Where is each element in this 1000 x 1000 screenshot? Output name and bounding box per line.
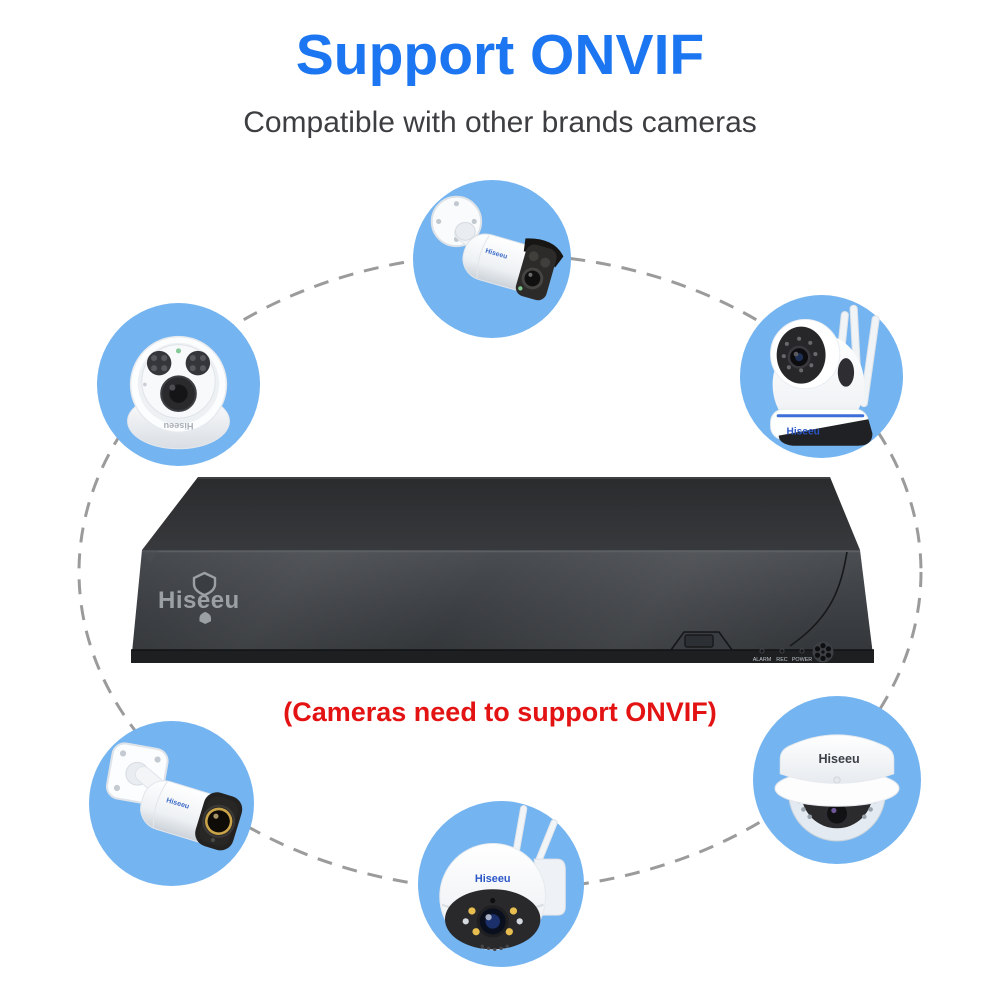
bullet-camera-top-illustration: Hiseeu xyxy=(430,195,564,301)
bullet-camera-left-illustration: Hiseeu xyxy=(105,742,243,851)
lens xyxy=(205,807,233,835)
alarm-led-label: ALARM xyxy=(753,657,772,663)
camera-body: Hiseeu xyxy=(462,233,564,301)
camera-bubble-bullet-top: Hiseeu xyxy=(413,180,571,338)
camera-body: Hiseeu xyxy=(140,780,243,851)
camera-bubble-vandal-dome-right: Hiseeu xyxy=(753,696,921,864)
ir-led-cluster xyxy=(146,350,211,376)
shield-icon xyxy=(192,571,217,597)
status-led xyxy=(175,348,182,354)
dome-camera-illustration: Hiseeu xyxy=(127,335,230,450)
usb-cover xyxy=(684,634,714,648)
status-led xyxy=(518,286,523,291)
nvr-top-face xyxy=(142,477,860,550)
camera-brand-label: Hiseeu xyxy=(786,427,819,438)
dome-cap xyxy=(779,734,895,784)
panel-seam xyxy=(789,551,848,647)
rec-led-label: REC xyxy=(776,657,787,663)
power-led-label: POWER xyxy=(792,657,812,663)
camera-brand-label: Hiseeu xyxy=(475,873,511,885)
camera-bubble-pantilt-right: Hiseeu xyxy=(740,295,903,458)
camera-brand-label: Hiseeu xyxy=(818,752,859,766)
page-title: Support ONVIF xyxy=(295,23,705,87)
status-leds: ALARM REC POWER xyxy=(753,648,812,663)
power-led xyxy=(799,648,805,654)
ir-led xyxy=(528,251,539,262)
led-array xyxy=(462,907,523,936)
nvr-brand-text: Hiseeu xyxy=(158,587,240,614)
speaker-grille xyxy=(480,944,509,952)
camera-brand-label: Hiseeu xyxy=(163,421,193,431)
blue-ring xyxy=(776,414,865,418)
base-bottom xyxy=(778,419,873,446)
pan-tilt-camera-illustration: Hiseeu xyxy=(770,304,880,446)
ir-receiver-icon xyxy=(812,641,834,663)
mic-hole xyxy=(833,776,841,784)
ir-led-ring xyxy=(781,336,818,373)
camera-bubble-ptz-bottom: Hiseeu xyxy=(418,801,584,967)
nvr-recorder: ALARM REC POWER Hiseeu xyxy=(131,477,874,663)
onvif-note: (Cameras need to support ONVIF) xyxy=(283,697,717,727)
ir-led xyxy=(540,257,551,268)
vandal-dome-camera-illustration: Hiseeu xyxy=(774,734,900,842)
page-subtitle: Compatible with other brands cameras xyxy=(243,106,757,139)
camera-bubble-bullet-left: Hiseeu xyxy=(89,721,254,886)
nvr-brand-logo: Hiseeu xyxy=(158,571,240,624)
shield-icon-small xyxy=(199,611,211,624)
rec-led xyxy=(779,648,785,654)
side-vent xyxy=(837,358,855,387)
mic-hole xyxy=(143,382,147,387)
lens xyxy=(521,267,544,290)
left-chamfer xyxy=(142,550,160,563)
ptz-camera-illustration: Hiseeu xyxy=(439,805,566,952)
alarm-led xyxy=(759,648,765,654)
nvr-bottom-strip xyxy=(131,650,874,663)
camera-bubble-dome-left: Hiseeu xyxy=(97,303,260,466)
